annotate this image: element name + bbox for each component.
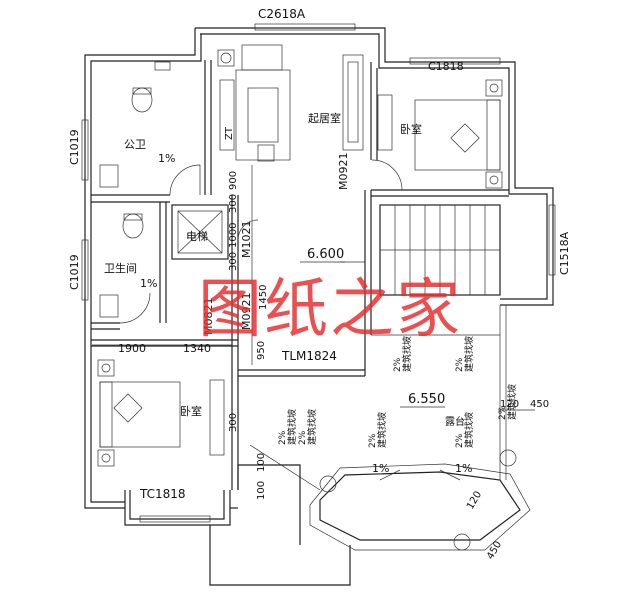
svg-text:建筑找坡: 建筑找坡 [401,336,413,372]
dim-120-a: 120 [500,399,519,410]
svg-text:2%: 2% [278,430,288,445]
svg-text:2%: 2% [393,357,403,372]
roof-note-6: 2% 建筑找坡 [298,409,318,445]
dim-100-a: 100 [256,453,267,472]
dimension-lines [92,165,535,411]
upper-bedroom-furniture [377,79,503,189]
roof-note-2: 2% 建筑找坡 [455,336,475,372]
door-label-m0821: M0821 [202,298,215,336]
window-label-c2618a: C2618A [258,7,306,21]
slope-label-1: 1% [158,152,175,165]
svg-text:建筑找坡: 建筑找坡 [286,409,298,445]
room-label-elevator: 电梯 [186,230,208,243]
roof-note-4: 2% 建筑找坡 [455,412,475,448]
living-room-furniture [217,44,364,162]
staircase [379,204,501,296]
door-label-m0921-right: M0921 [337,153,350,191]
roof-note-3: 2% 建筑找坡 [368,412,388,448]
window-label-tc1818: TC1818 [139,487,186,501]
dim-120-b: 120 [465,489,484,511]
door-label-m1021: M1021 [240,221,253,259]
window-label-c1518a: C1518A [558,231,571,275]
dim-100-b: 100 [256,481,267,500]
room-label-living-room: 起居室 [308,111,341,125]
dim-950: 950 [256,341,267,360]
windows [81,23,556,523]
svg-text:建筑找坡: 建筑找坡 [506,384,518,420]
slope-label-3: 1% [372,462,389,475]
svg-text:建筑找坡: 建筑找坡 [463,412,475,448]
room-label-bedroom-upper: 卧室 [400,122,422,136]
window-label-c1818: C1818 [428,60,464,73]
svg-text:建筑找坡: 建筑找坡 [376,412,388,448]
dim-300-b: 300 [228,252,239,271]
dim-450-a: 450 [530,399,549,410]
svg-text:建筑找坡: 建筑找坡 [306,409,318,445]
bathroom-fixtures [99,61,171,318]
dim-900: 900 [228,171,239,190]
svg-text:2%: 2% [498,405,508,420]
dim-1900: 1900 [118,342,146,355]
slope-label-2: 1% [140,277,157,290]
interior-walls [91,60,509,490]
outer-walls [84,27,554,526]
roof-note-5: 2% 建筑找坡 [278,409,298,445]
room-label-public-bath: 公卫 [124,138,146,151]
dim-450-b: 450 [485,539,504,561]
svg-text:2%: 2% [368,433,378,448]
elevator-shaft [171,204,229,260]
room-label-terrace: 露台 [445,415,465,428]
label-zt: ZT [224,126,235,140]
roof-note-1: 2% 建筑找坡 [393,336,413,372]
svg-text:2%: 2% [455,433,465,448]
watermark: 图纸之家 [198,273,462,347]
room-label-bedroom-lower: 卧室 [180,404,202,418]
dim-300-a: 300 [228,194,239,213]
dim-1450: 1450 [258,285,269,310]
window-label-c1019-top: C1019 [68,129,81,165]
svg-text:2%: 2% [298,430,308,445]
dim-300-c: 300 [228,413,239,432]
svg-text:2%: 2% [455,357,465,372]
room-label-bathroom: 卫生间 [104,261,137,275]
lower-bedroom-furniture [97,359,225,467]
dim-1340: 1340 [183,342,211,355]
svg-text:建筑找坡: 建筑找坡 [463,336,475,372]
door-label-m0921-mid: M0921 [240,293,253,331]
terrace-outline [209,305,531,586]
door-label-tlm1824: TLM1824 [281,349,337,363]
roof-note-7: 2% 建筑找坡 [498,384,518,420]
dim-1000: 1000 [228,223,239,248]
door-swings [119,159,403,324]
window-label-c1019-mid: C1019 [68,254,81,290]
level-label-6550: 6.550 [408,392,445,407]
level-label-6600: 6.600 [307,247,344,262]
slope-label-4: 1% [455,462,472,475]
